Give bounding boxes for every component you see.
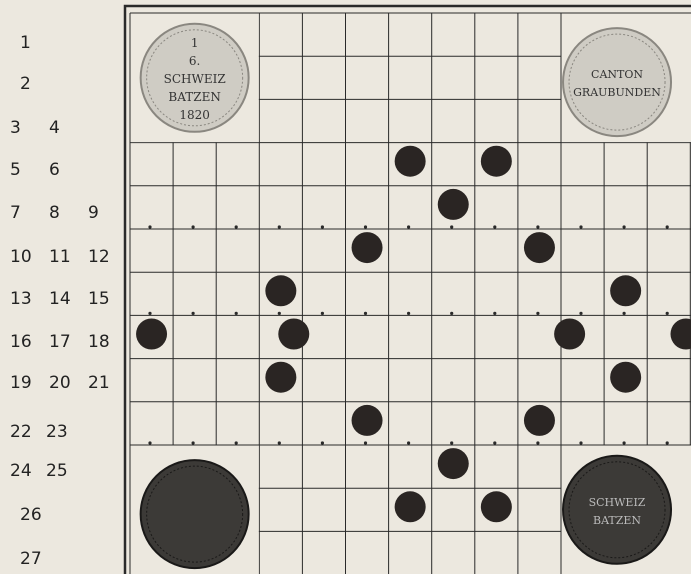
game-piece bbox=[524, 232, 555, 263]
coin-top-right: CANTON GRAUBUNDEN bbox=[563, 28, 671, 136]
coin-text: SCHWEIZ bbox=[589, 496, 646, 509]
guide-dot bbox=[623, 312, 626, 315]
guide-dot bbox=[450, 441, 453, 444]
game-piece bbox=[395, 491, 426, 522]
coin-disc bbox=[141, 460, 249, 568]
guide-dot bbox=[235, 312, 238, 315]
coin-text: 1820 bbox=[179, 108, 210, 122]
guide-dot bbox=[493, 441, 496, 444]
game-piece bbox=[610, 275, 641, 306]
guide-dot bbox=[192, 441, 195, 444]
guide-dot bbox=[493, 312, 496, 315]
game-piece bbox=[610, 362, 641, 393]
guide-dot bbox=[235, 225, 238, 228]
coin-disc bbox=[563, 28, 671, 136]
game-piece bbox=[554, 319, 585, 350]
guide-dot bbox=[450, 312, 453, 315]
guide-dot bbox=[579, 441, 582, 444]
game-piece bbox=[438, 189, 469, 220]
coin-text: 1 bbox=[191, 36, 199, 50]
guide-dot bbox=[321, 441, 324, 444]
guide-dot bbox=[666, 225, 669, 228]
coin-text: CANTON bbox=[591, 68, 643, 81]
guide-dot bbox=[407, 441, 410, 444]
guide-dot bbox=[623, 441, 626, 444]
guide-dot bbox=[321, 312, 324, 315]
guide-dot bbox=[579, 225, 582, 228]
guide-dot bbox=[579, 312, 582, 315]
guide-dot bbox=[364, 312, 367, 315]
guide-dot bbox=[666, 312, 669, 315]
game-piece bbox=[278, 319, 309, 350]
game-piece bbox=[481, 146, 512, 177]
guide-dot bbox=[407, 225, 410, 228]
guide-dot bbox=[450, 225, 453, 228]
coin-text: SCHWEIZ bbox=[164, 72, 226, 86]
guide-dot bbox=[407, 312, 410, 315]
guide-dot bbox=[364, 225, 367, 228]
guide-dot bbox=[321, 225, 324, 228]
coin-text: 6. bbox=[189, 54, 200, 68]
guide-dot bbox=[536, 441, 539, 444]
game-piece bbox=[352, 232, 383, 263]
guide-dot bbox=[148, 312, 151, 315]
guide-dot bbox=[235, 441, 238, 444]
guide-dot bbox=[278, 312, 281, 315]
game-piece bbox=[438, 448, 469, 479]
game-piece bbox=[265, 362, 296, 393]
guide-dot bbox=[666, 441, 669, 444]
guide-dot bbox=[148, 225, 151, 228]
coin-text: BATZEN bbox=[593, 514, 641, 527]
game-piece bbox=[352, 405, 383, 436]
guide-dot bbox=[623, 225, 626, 228]
coin-bottom-right: SCHWEIZ BATZEN bbox=[563, 456, 671, 564]
game-piece bbox=[524, 405, 555, 436]
game-piece bbox=[136, 319, 167, 350]
guide-dot bbox=[148, 441, 151, 444]
coin-bottom-left bbox=[141, 460, 249, 568]
game-piece bbox=[265, 275, 296, 306]
guide-dot bbox=[536, 225, 539, 228]
coin-disc bbox=[563, 456, 671, 564]
guide-dot bbox=[192, 225, 195, 228]
coin-text: GRAUBUNDEN bbox=[573, 86, 661, 99]
guide-dot bbox=[278, 225, 281, 228]
guide-dot bbox=[278, 441, 281, 444]
guide-dot bbox=[536, 312, 539, 315]
game-piece bbox=[481, 491, 512, 522]
game-piece bbox=[395, 146, 426, 177]
guide-dot bbox=[364, 441, 367, 444]
guide-dot bbox=[192, 312, 195, 315]
coin-top-left: 1 6. SCHWEIZ BATZEN 1820 bbox=[141, 24, 249, 132]
coin-text: BATZEN bbox=[168, 90, 220, 104]
guide-dot bbox=[493, 225, 496, 228]
